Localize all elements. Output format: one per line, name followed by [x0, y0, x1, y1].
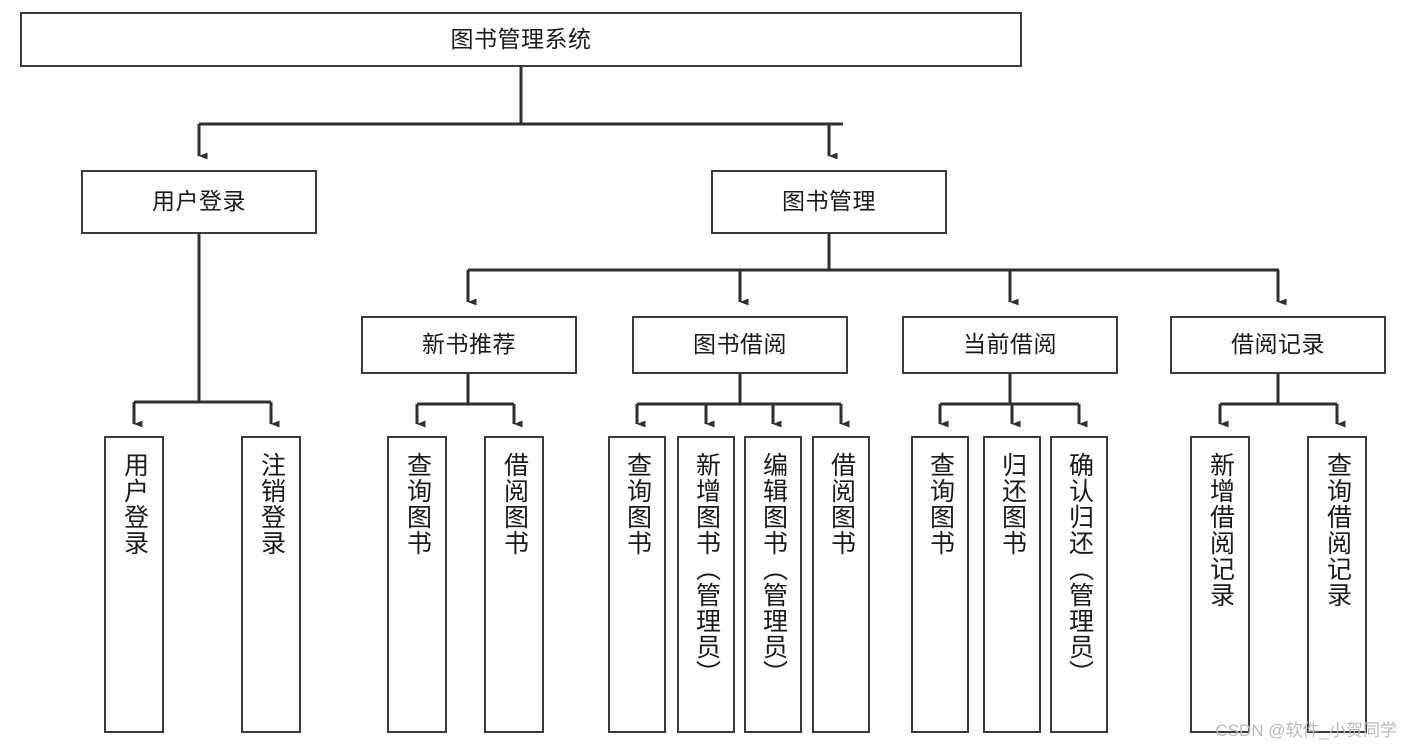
node-book-manage-label: 图书管理 [782, 188, 876, 215]
node-root[interactable]: 图书管理系统 [20, 12, 1022, 67]
node-borrow-record[interactable]: 借阅记录 [1170, 316, 1386, 374]
node-leaf-confirm-return[interactable]: 确认归还（管理员） [1050, 436, 1108, 733]
node-leaf-query-book-2-label: 查询图书 [623, 452, 652, 556]
node-leaf-query-book-1-label: 查询图书 [403, 452, 432, 556]
node-book-manage[interactable]: 图书管理 [711, 170, 947, 234]
node-book-borrow[interactable]: 图书借阅 [632, 316, 848, 374]
node-leaf-borrow-book-2[interactable]: 借阅图书 [812, 436, 870, 733]
node-new-book-recommend[interactable]: 新书推荐 [361, 316, 577, 374]
node-leaf-query-book-1[interactable]: 查询图书 [387, 436, 447, 733]
node-leaf-user-login[interactable]: 用户登录 [104, 436, 164, 733]
node-borrow-record-label: 借阅记录 [1231, 331, 1325, 358]
node-leaf-user-login-label: 用户登录 [120, 452, 149, 556]
node-leaf-edit-book-label: 编辑图书（管理员） [759, 452, 788, 686]
node-leaf-return-book[interactable]: 归还图书 [983, 436, 1041, 733]
node-leaf-add-book[interactable]: 新增图书（管理员） [677, 436, 735, 733]
node-leaf-query-book-3-label: 查询图书 [926, 452, 955, 556]
node-leaf-query-book-3[interactable]: 查询图书 [911, 436, 969, 733]
node-leaf-edit-book[interactable]: 编辑图书（管理员） [744, 436, 802, 733]
node-leaf-borrow-book-1-label: 借阅图书 [500, 452, 529, 556]
node-current-borrow[interactable]: 当前借阅 [902, 316, 1118, 374]
node-leaf-confirm-return-label: 确认归还（管理员） [1065, 452, 1094, 686]
node-leaf-borrow-book-2-label: 借阅图书 [827, 452, 856, 556]
node-leaf-user-logout[interactable]: 注销登录 [241, 436, 301, 733]
node-leaf-query-borrow-record-label: 查询借阅记录 [1323, 452, 1352, 608]
node-user-login[interactable]: 用户登录 [81, 170, 317, 234]
watermark-text: CSDN @软件_小贺同学 [1215, 721, 1397, 740]
node-leaf-query-borrow-record[interactable]: 查询借阅记录 [1307, 436, 1367, 733]
node-user-login-label: 用户登录 [152, 188, 246, 215]
node-leaf-add-book-label: 新增图书（管理员） [692, 452, 721, 686]
node-new-book-recommend-label: 新书推荐 [422, 331, 516, 358]
node-leaf-add-borrow-record-label: 新增借阅记录 [1206, 452, 1235, 608]
node-current-borrow-label: 当前借阅 [963, 331, 1057, 358]
node-leaf-return-book-label: 归还图书 [998, 452, 1027, 556]
node-leaf-add-borrow-record[interactable]: 新增借阅记录 [1190, 436, 1250, 733]
node-book-borrow-label: 图书借阅 [693, 331, 787, 358]
node-root-label: 图书管理系统 [450, 25, 592, 52]
node-leaf-borrow-book-1[interactable]: 借阅图书 [484, 436, 544, 733]
node-leaf-query-book-2[interactable]: 查询图书 [608, 436, 666, 733]
node-leaf-user-logout-label: 注销登录 [257, 452, 286, 556]
